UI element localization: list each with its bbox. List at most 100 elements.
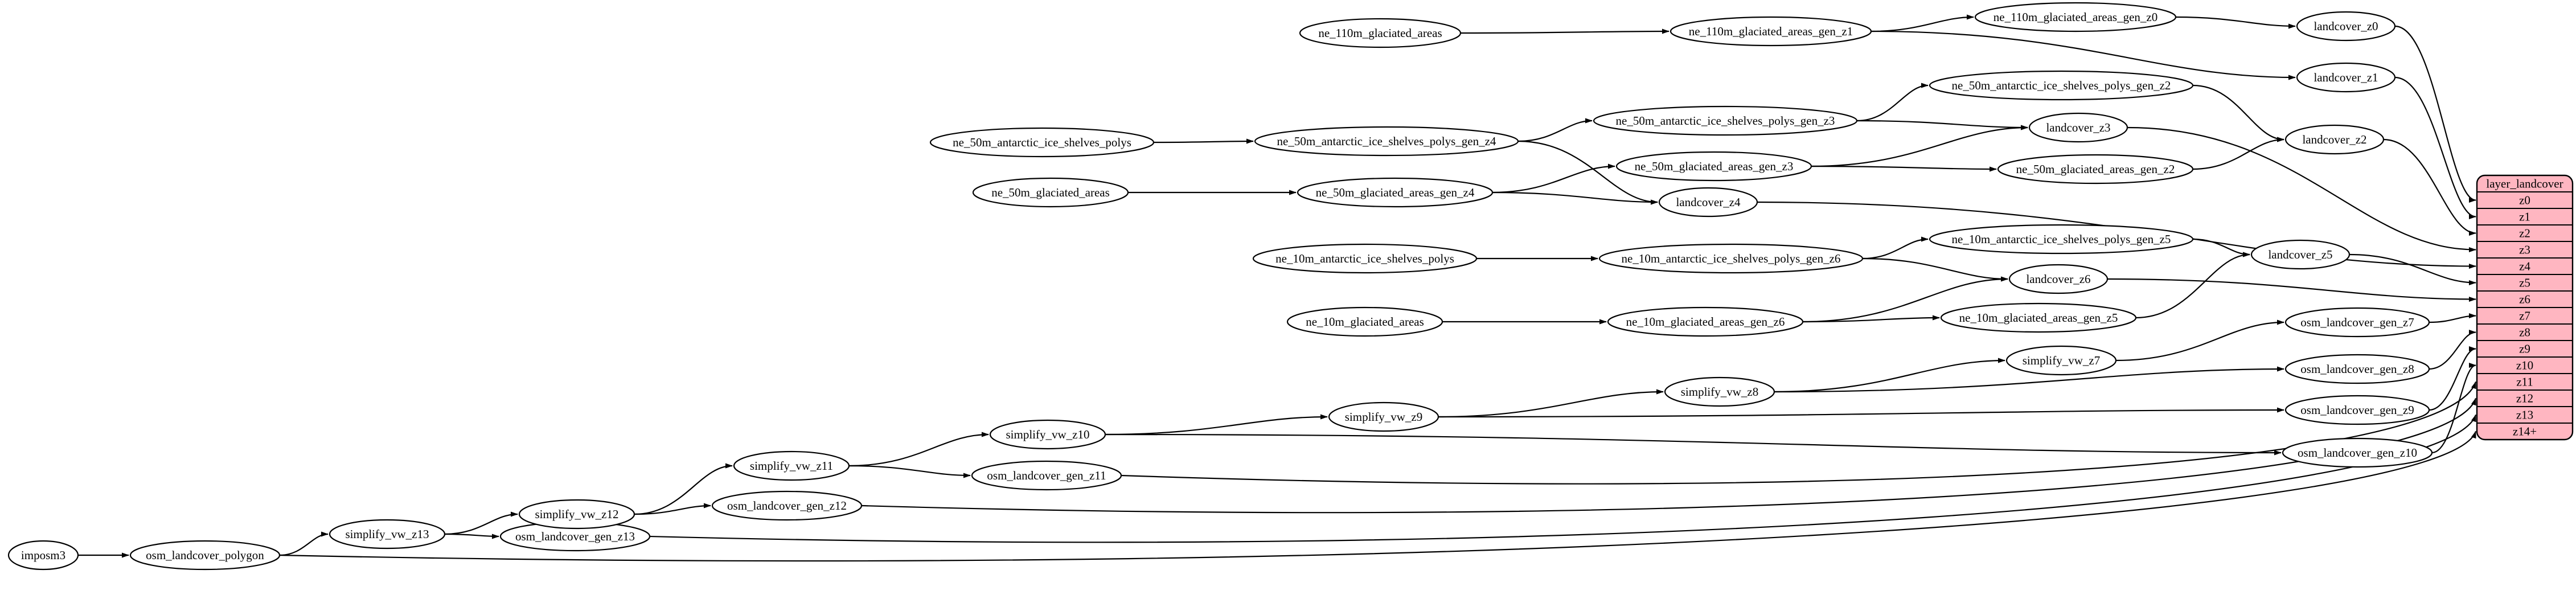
node-label-osm_landcover_polygon: osm_landcover_polygon [146, 548, 264, 562]
graph-node-ne_50m_glaciated_areas_gen_z4: ne_50m_glaciated_areas_gen_z4 [1297, 177, 1494, 208]
node-ellipse [1607, 306, 1804, 337]
graph-node-osm_landcover_polygon: osm_landcover_polygon [129, 540, 281, 571]
edge-simplify_vw_z13-to-osm_landcover_gen_z13 [444, 533, 499, 539]
graph-node-landcover_z6: landcover_z6 [2008, 264, 2109, 294]
edge-osm_landcover_polygon-to-layer-z14+ [279, 430, 2477, 562]
edge-simplify_vw_z13-to-simplify_vw_z12 [444, 511, 518, 535]
node-label-ne_50m_antarctic_ice_shelves_polys_gen_z4: ne_50m_antarctic_ice_shelves_polys_gen_z… [1277, 134, 1496, 148]
graph-node-osm_landcover_gen_z9: osm_landcover_gen_z9 [2284, 395, 2430, 425]
node-ellipse [2284, 124, 2385, 155]
node-label-ne_10m_glaciated_areas_gen_z5: ne_10m_glaciated_areas_gen_z5 [1959, 311, 2118, 325]
edge-simplify_vw_z12-to-simplify_vw_z11 [634, 463, 733, 515]
edge-ne_110m_glaciated_areas-to-ne_110m_glaciated_areas_gen_z1 [1460, 28, 1670, 34]
graph-node-landcover_z5: landcover_z5 [2250, 239, 2351, 270]
node-label-simplify_vw_z12: simplify_vw_z12 [535, 507, 619, 521]
node-label-landcover_z1: landcover_z1 [2314, 71, 2378, 84]
node-label-ne_10m_glaciated_areas: ne_10m_glaciated_areas [1306, 315, 1424, 329]
edge-osm_landcover_polygon-to-simplify_vw_z13 [279, 531, 329, 556]
graph-node-imposm3: imposm3 [7, 540, 79, 571]
node-label-simplify_vw_z13: simplify_vw_z13 [346, 527, 429, 541]
node-label-simplify_vw_z9: simplify_vw_z9 [1345, 410, 1423, 424]
node-ellipse [1297, 177, 1494, 208]
node-label-landcover_z5: landcover_z5 [2268, 248, 2332, 261]
node-ellipse [2284, 354, 2430, 384]
node-ellipse [1286, 306, 1443, 337]
node-ellipse [972, 177, 1129, 208]
edge-landcover_z5-to-layer-z5 [2349, 253, 2476, 285]
edge-ne_10m_antarctic_ice_shelves_polys_gen_z6-to-ne_10m_antarctic_ice_shelves_polys_gen_z5 [1862, 236, 1929, 260]
node-label-ne_50m_glaciated_areas_gen_z4: ne_50m_glaciated_areas_gen_z4 [1316, 186, 1475, 199]
edge-ne_50m_antarctic_ice_shelves_polys_gen_z3-to-landcover_z3 [1856, 120, 2028, 130]
graph-node-ne_50m_antarctic_ice_shelves_polys: ne_50m_antarctic_ice_shelves_polys [929, 127, 1155, 158]
node-label-landcover_z6: landcover_z6 [2026, 272, 2090, 286]
table-row-z7: z7 [2519, 309, 2530, 323]
node-ellipse [989, 419, 1106, 450]
node-ellipse [1254, 126, 1519, 157]
graph-node-ne_50m_glaciated_areas_gen_z2: ne_50m_glaciated_areas_gen_z2 [1997, 154, 2194, 184]
node-ellipse [518, 499, 635, 530]
graph-node-ne_50m_antarctic_ice_shelves_polys_gen_z3: ne_50m_antarctic_ice_shelves_polys_gen_z… [1593, 105, 1858, 136]
edge-ne_10m_glaciated_areas_gen_z6-to-ne_10m_glaciated_areas_gen_z5 [1802, 315, 1940, 323]
node-label-osm_landcover_gen_z11: osm_landcover_gen_z11 [987, 469, 1106, 482]
graph-node-osm_landcover_gen_z10: osm_landcover_gen_z10 [2282, 437, 2433, 468]
graph-node-ne_50m_glaciated_areas: ne_50m_glaciated_areas [972, 177, 1129, 208]
node-ellipse [1598, 243, 1864, 274]
node-label-landcover_z0: landcover_z0 [2314, 19, 2378, 33]
node-ellipse [1997, 154, 2194, 184]
edge-simplify_vw_z10-to-osm_landcover_gen_z10 [1105, 433, 2282, 456]
node-label-ne_10m_antarctic_ice_shelves_polys_gen_z6: ne_10m_antarctic_ice_shelves_polys_gen_z… [1622, 252, 1841, 265]
graph-node-simplify_vw_z10: simplify_vw_z10 [989, 419, 1106, 450]
node-label-simplify_vw_z10: simplify_vw_z10 [1006, 428, 1090, 441]
table-row-z6: z6 [2519, 293, 2530, 306]
node-ellipse [2250, 239, 2351, 270]
node-label-osm_landcover_gen_z7: osm_landcover_gen_z7 [2300, 315, 2414, 329]
edge-simplify_vw_z11-to-simplify_vw_z10 [848, 432, 989, 467]
edge-ne_10m_antarctic_ice_shelves_polys_gen_z6-to-landcover_z6 [1862, 257, 2008, 282]
node-ellipse [1658, 187, 1758, 218]
node-ellipse [929, 127, 1155, 158]
edge-simplify_vw_z10-to-simplify_vw_z9 [1105, 414, 1328, 436]
edge-osm_landcover_gen_z12-to-layer-z12 [861, 397, 2477, 514]
edge-ne_50m_antarctic_ice_shelves_polys_gen_z4-to-landcover_z4 [1517, 140, 1658, 205]
node-label-ne_10m_antarctic_ice_shelves_polys: ne_10m_antarctic_ice_shelves_polys [1275, 252, 1454, 265]
edge-simplify_vw_z8-to-simplify_vw_z7 [1774, 358, 2005, 393]
graph-node-ne_110m_glaciated_areas: ne_110m_glaciated_areas [1299, 18, 1462, 48]
graph-node-ne_10m_antarctic_ice_shelves_polys_gen_z6: ne_10m_antarctic_ice_shelves_polys_gen_z… [1598, 243, 1864, 274]
edge-osm_landcover_gen_z7-to-layer-z7 [2429, 313, 2476, 323]
table-row-z3: z3 [2519, 243, 2530, 257]
node-ellipse [1615, 151, 1812, 182]
graph-node-landcover_z3: landcover_z3 [2028, 112, 2128, 143]
node-ellipse [1929, 70, 2194, 101]
edge-ne_50m_antarctic_ice_shelves_polys_gen_z3-to-ne_50m_antarctic_ice_shelves_polys_gen_z2 [1856, 83, 1929, 122]
edge-osm_landcover_gen_z9-to-layer-z9 [2429, 346, 2476, 411]
edge-simplify_vw_z9-to-simplify_vw_z8 [1438, 389, 1664, 418]
graph-node-simplify_vw_z13: simplify_vw_z13 [329, 519, 446, 550]
graph-node-ne_50m_antarctic_ice_shelves_polys_gen_z4: ne_50m_antarctic_ice_shelves_polys_gen_z… [1254, 126, 1519, 157]
edge-ne_50m_glaciated_areas_gen_z2-to-landcover_z2 [2192, 137, 2284, 170]
node-label-landcover_z3: landcover_z3 [2046, 121, 2110, 134]
node-ellipse [129, 540, 281, 571]
node-ellipse [1940, 302, 2137, 333]
edge-ne_10m_glaciated_areas_gen_z5-to-landcover_z5 [2135, 252, 2250, 319]
table-row-z14+: z14+ [2513, 425, 2537, 438]
edge-layer [77, 14, 2477, 562]
node-label-ne_110m_glaciated_areas_gen_z1: ne_110m_glaciated_areas_gen_z1 [1689, 24, 1853, 38]
table-row-z12: z12 [2516, 392, 2533, 405]
graph-node-ne_110m_glaciated_areas_gen_z1: ne_110m_glaciated_areas_gen_z1 [1670, 16, 1872, 47]
node-label-ne_50m_antarctic_ice_shelves_polys_gen_z2: ne_50m_antarctic_ice_shelves_polys_gen_z… [1952, 79, 2171, 92]
edge-landcover_z3-to-layer-z3 [2127, 126, 2476, 252]
node-label-simplify_vw_z7: simplify_vw_z7 [2023, 354, 2101, 367]
edge-ne_50m_antarctic_ice_shelves_polys_gen_z2-to-landcover_z2 [2192, 84, 2284, 142]
graph-node-ne_50m_antarctic_ice_shelves_polys_gen_z2: ne_50m_antarctic_ice_shelves_polys_gen_z… [1929, 70, 2194, 101]
edge-landcover_z1-to-layer-z1 [2394, 76, 2476, 219]
graph-node-ne_110m_glaciated_areas_gen_z0: ne_110m_glaciated_areas_gen_z0 [1974, 2, 2177, 32]
node-label-ne_50m_glaciated_areas_gen_z2: ne_50m_glaciated_areas_gen_z2 [2016, 162, 2175, 176]
node-ellipse [2296, 11, 2396, 42]
node-ellipse [971, 460, 1122, 491]
node-label-simplify_vw_z8: simplify_vw_z8 [1681, 385, 1759, 399]
table-row-z1: z1 [2519, 210, 2530, 224]
node-label-ne_110m_glaciated_areas_gen_z0: ne_110m_glaciated_areas_gen_z0 [1993, 10, 2157, 24]
graph-node-ne_10m_glaciated_areas: ne_10m_glaciated_areas [1286, 306, 1443, 337]
node-label-ne_110m_glaciated_areas: ne_110m_glaciated_areas [1318, 26, 1442, 40]
